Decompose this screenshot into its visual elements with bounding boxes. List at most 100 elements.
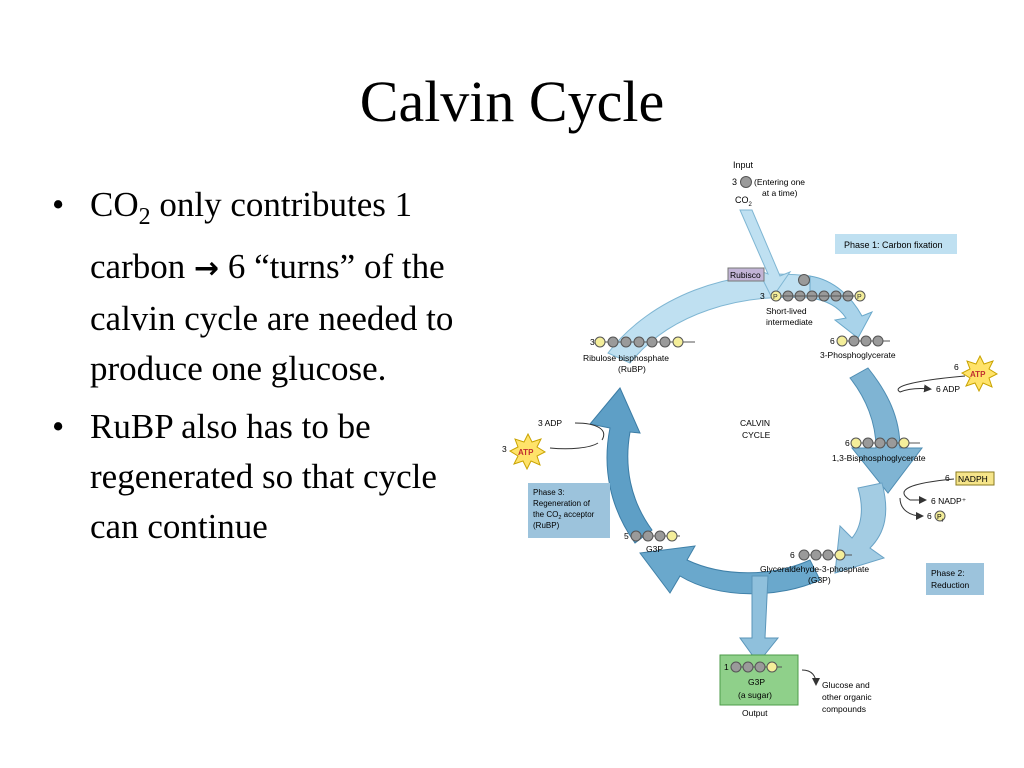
cycle-arrow-into-3pga — [809, 275, 874, 339]
bpg-count: 6 — [845, 438, 850, 448]
rubisco-label: Rubisco — [730, 270, 761, 280]
intermediate-chain-icon: P P — [770, 290, 866, 302]
phase3-co2-sub: 2 — [558, 515, 561, 521]
cycle-arrow-lower-right — [834, 482, 887, 574]
pi-arrow — [899, 497, 924, 520]
atp-right-burst-icon — [960, 354, 999, 393]
input-count: 3 — [732, 177, 737, 187]
calvin-cycle-diagram: Input 3 (Entering one at a time) CO2 Pha… — [502, 160, 999, 718]
atp-right-label: ATP — [970, 370, 986, 379]
adp-right-label: 6 ADP — [936, 384, 960, 394]
g3p-molecule-icon — [798, 549, 852, 561]
rubp-line1: Ribulose bisphosphate — [583, 353, 669, 363]
bpg-label: 1,3-Bisphosphoglycerate — [832, 453, 926, 463]
output-dest2: other organic — [822, 692, 872, 702]
g3p-count: 6 — [790, 550, 795, 560]
bullet-dot-icon: • — [52, 185, 65, 224]
svg-text:P: P — [773, 294, 778, 301]
bullet-item: • RuBP also has to be regenerated so tha… — [52, 402, 472, 552]
phase3-co2: the CO — [533, 510, 558, 519]
phase2-box — [926, 563, 984, 595]
bullet-item: • CO2 only contributes 1 carbon → 6 “tur… — [52, 180, 472, 394]
rubisco-box — [727, 267, 765, 282]
slide-title: Calvin Cycle — [359, 69, 665, 134]
atp-left-count: 3 — [502, 444, 507, 454]
pi-count: 6 — [927, 511, 932, 521]
pi-label: Pi — [937, 514, 943, 524]
intermediate-count: 3 — [760, 291, 765, 301]
cycle-arrow-left — [589, 387, 653, 544]
phase3-line4: (RuBP) — [533, 521, 560, 530]
atp-right-count: 6 — [954, 362, 959, 372]
rubp-count: 3 — [590, 337, 595, 347]
output-molecule-icon — [730, 661, 782, 673]
phase2-line2: Reduction — [931, 580, 970, 590]
carbon-icon — [798, 274, 810, 286]
atp-left-arrow-2 — [549, 442, 599, 450]
co2-molecule-icon — [740, 176, 752, 188]
phase2-line1: Phase 2: — [931, 568, 965, 578]
output-dest3: compounds — [822, 704, 866, 714]
input-note-line2: at a time) — [762, 188, 798, 198]
adp-left-label: 3 ADP — [538, 418, 562, 428]
atp-left-arrow — [574, 422, 605, 441]
bullet-subscript: 2 — [138, 204, 151, 230]
cycle-arrow-right — [849, 367, 924, 494]
output-arrow — [739, 575, 780, 664]
pga-molecule-icon — [836, 335, 890, 347]
pga-label: 3-Phosphoglycerate — [820, 350, 896, 360]
output-line2: (a sugar) — [738, 690, 772, 700]
g3p-line1: Glyceraldehyde-3-phosphate — [760, 564, 869, 574]
nadph-box — [955, 471, 995, 486]
pi-sub: i — [942, 518, 943, 524]
nadph-arrow — [903, 478, 955, 504]
output-dest-arrow — [801, 669, 820, 686]
svg-text:P: P — [857, 294, 862, 301]
output-dest1: Glucose and — [822, 680, 870, 690]
right-arrow-icon: → — [193, 251, 220, 286]
atp-left-label: ATP — [518, 448, 534, 457]
co2-sub: 2 — [749, 202, 753, 208]
input-co2-label: CO2 — [735, 195, 753, 208]
g3p-regen-label: G3P — [646, 544, 663, 554]
bpg-molecule-icon — [850, 437, 920, 449]
pga-count: 6 — [830, 336, 835, 346]
g3p-regen-count: 5 — [624, 531, 629, 541]
phase3-line1: Phase 3: — [533, 488, 565, 497]
center-line2: CYCLE — [742, 430, 771, 440]
co2-text: CO — [735, 195, 749, 205]
atp-left-burst-icon — [508, 432, 547, 471]
phase3-acceptor: acceptor — [561, 510, 594, 519]
bullet-list: • CO2 only contributes 1 carbon → 6 “tur… — [52, 180, 472, 560]
bullet-text-contributes: only contributes 1 carbon — [90, 185, 413, 286]
pi-p: P — [937, 514, 942, 521]
output-count: 1 — [724, 662, 729, 672]
nadph-count: 6 — [945, 473, 950, 483]
nadph-label: NADPH — [958, 474, 988, 484]
output-line1: G3P — [748, 677, 765, 687]
phase3-line3: the CO2 acceptor — [533, 510, 595, 521]
input-arrow — [739, 209, 792, 299]
input-note-line1: (Entering one — [754, 177, 805, 187]
phase3-line2: Regeneration of — [533, 499, 591, 508]
input-heading: Input — [733, 160, 754, 170]
g3p-regen-molecule-icon — [630, 530, 680, 542]
rubp-molecule-icon — [594, 336, 695, 348]
g3p-line2: (G3P) — [808, 575, 831, 585]
phase3-box — [528, 483, 610, 538]
atp-right-arrow — [897, 375, 966, 393]
nadp-label: 6 NADP⁺ — [931, 496, 967, 506]
bullet-dot-icon: • — [52, 407, 65, 446]
cycle-arrow-bottom — [639, 545, 821, 595]
phosphate-icon — [934, 510, 946, 522]
bullet-text-co2: CO — [90, 185, 139, 224]
bullet-text-rubp: RuBP also has to be regenerated so that … — [90, 407, 437, 546]
intermediate-line1: Short-lived — [766, 306, 807, 316]
bullet-text-turns: 6 “turns” of the calvin cycle are needed… — [90, 247, 454, 388]
center-line1: CALVIN — [740, 418, 770, 428]
phase1-box — [835, 234, 957, 254]
intermediate-line2: intermediate — [766, 317, 813, 327]
output-heading: Output — [742, 708, 768, 718]
phase1-label: Phase 1: Carbon fixation — [844, 240, 943, 250]
rubp-line2: (RuBP) — [618, 364, 646, 374]
